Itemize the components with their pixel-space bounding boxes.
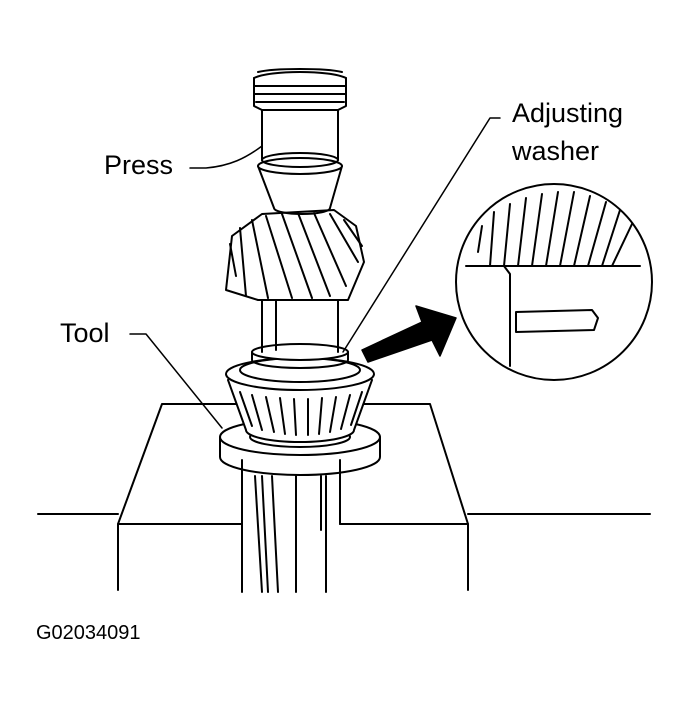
detail-magnifier — [455, 183, 653, 381]
press-label: Press — [104, 150, 174, 180]
middle-shaft — [261, 299, 339, 353]
bearing — [225, 357, 375, 443]
adjusting-label-line1: Adjusting — [512, 98, 624, 128]
tool-label: Tool — [60, 318, 110, 348]
pointer-arrow — [361, 305, 457, 363]
pinion-gear — [225, 209, 365, 301]
adjusting-label-line2: washer — [512, 136, 600, 166]
figure-code: G02034091 — [36, 622, 141, 644]
press-ram — [253, 68, 347, 215]
leader-lines — [129, 117, 501, 429]
lower-shaft — [254, 475, 327, 593]
